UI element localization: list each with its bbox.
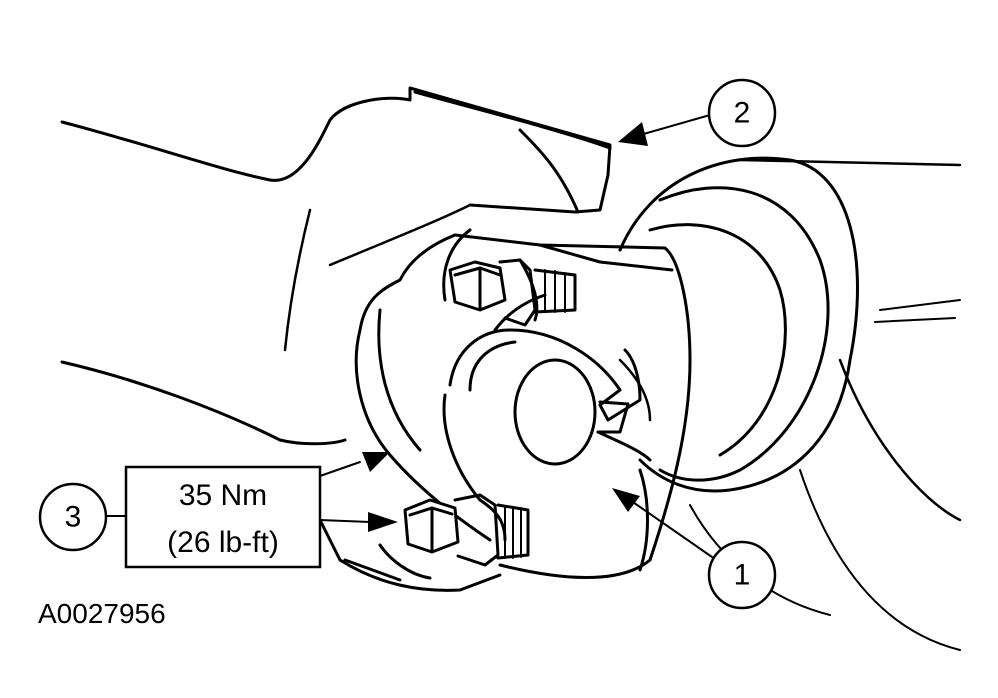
lower-bolt [378,493,530,580]
arrow-torque-upper [362,452,390,472]
leader-torque-lower [319,519,371,523]
callout-2: 2 [707,78,777,148]
arrow-callout-2 [618,122,648,146]
leader-torque-upper [319,461,361,477]
arrow-torque-lower [368,512,398,532]
figure-id: A0027956 [38,598,166,629]
torque-spec-box: 35 Nm (26 lb-ft) [124,465,322,569]
driveshaft [60,86,612,446]
leader-lines [104,114,713,558]
leader-callout-2 [639,114,711,136]
callout-3-label: 3 [65,501,82,534]
callout-2-label: 2 [734,97,751,130]
torque-imperial: (26 lb-ft) [167,526,279,559]
yoke-flange [354,228,692,579]
upper-bolt [448,258,577,327]
arrow-callout-1 [612,488,640,512]
callout-3: 3 [38,482,108,552]
bearing-cup [513,358,652,466]
leader-callout-1 [629,499,713,558]
arrowheads [362,122,648,532]
callout-1: 1 [707,540,777,610]
hub-assembly [618,156,962,651]
housing [318,518,502,592]
torque-metric: 35 Nm [179,479,267,512]
callout-1-label: 1 [734,559,751,592]
